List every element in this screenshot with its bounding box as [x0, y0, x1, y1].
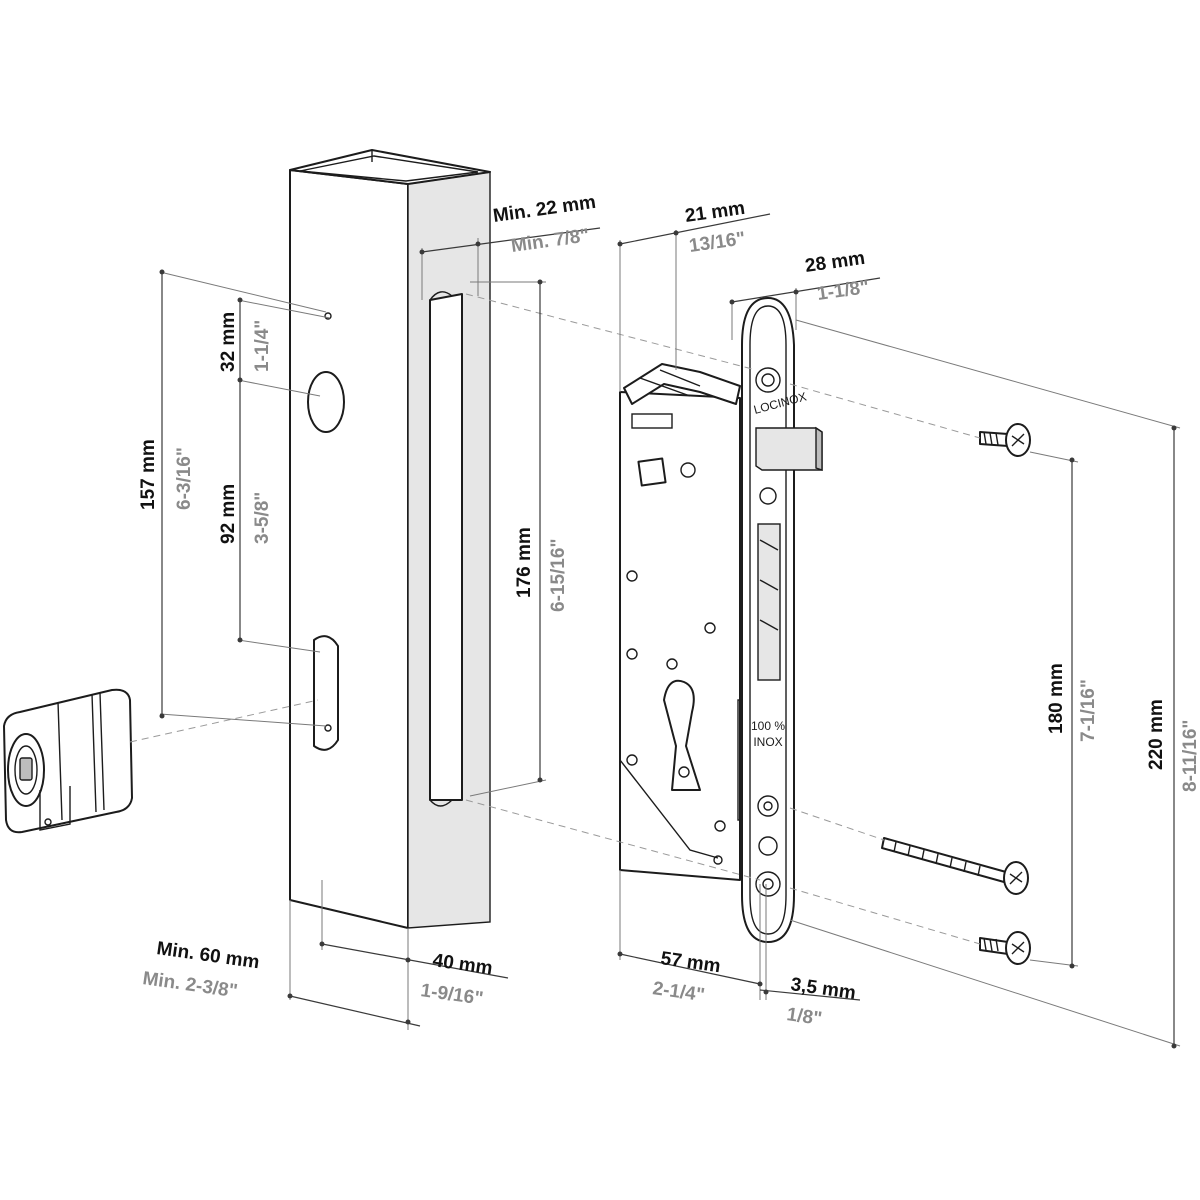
dim-min60-mm: Min. 60 mm — [155, 938, 260, 973]
dimension-lines — [159, 213, 1177, 1049]
mortise-lock-body — [619, 363, 741, 881]
dim-28-inch: 1-1/8" — [816, 277, 871, 305]
dim-min60-inch: Min. 2-3/8" — [141, 968, 239, 1002]
assembly-lines — [129, 293, 981, 945]
dim-220-inch: 8-11/16" — [1180, 720, 1200, 792]
dim-3-5-mm: 3,5 mm — [789, 974, 857, 1004]
screw-bottom — [979, 931, 1031, 965]
material-line1: 100 % — [751, 719, 785, 733]
dim-min22-mm: Min. 22 mm — [492, 192, 597, 227]
lock-faceplate: LOCINOX 100 % INOX — [737, 297, 823, 943]
screw-bolt-long — [881, 837, 1029, 895]
dim-176-inch: 6-15/16" — [548, 539, 569, 612]
dim-21-mm: 21 mm — [684, 198, 747, 227]
dim-40-mm: 40 mm — [431, 950, 494, 979]
dim-157-inch: 6-3/16" — [174, 447, 195, 510]
gate-profile-tube — [289, 149, 491, 929]
dim-21-inch: 13/16" — [688, 228, 747, 257]
euro-cylinder — [3, 688, 133, 834]
dim-min22-inch: Min. 7/8" — [510, 225, 591, 257]
dim-92-inch: 3-5/8" — [252, 492, 273, 544]
dim-3-5-inch: 1/8" — [785, 1004, 823, 1030]
dim-176-mm: 176 mm — [514, 527, 535, 598]
screw-top — [979, 423, 1031, 457]
dim-32-inch: 1-1/4" — [252, 320, 273, 372]
dim-220-mm: 220 mm — [1146, 699, 1167, 770]
material-line2: INOX — [753, 735, 782, 749]
dim-40-inch: 1-9/16" — [419, 980, 484, 1010]
dim-180-inch: 7-1/16" — [1078, 679, 1099, 742]
dim-92-mm: 92 mm — [218, 484, 239, 544]
dim-180-mm: 180 mm — [1046, 663, 1067, 734]
dim-157-mm: 157 mm — [138, 439, 159, 510]
dim-32-mm: 32 mm — [218, 312, 239, 372]
dim-28-mm: 28 mm — [804, 248, 867, 277]
dim-57-inch: 2-1/4" — [651, 978, 706, 1006]
dim-57-mm: 57 mm — [659, 948, 722, 977]
